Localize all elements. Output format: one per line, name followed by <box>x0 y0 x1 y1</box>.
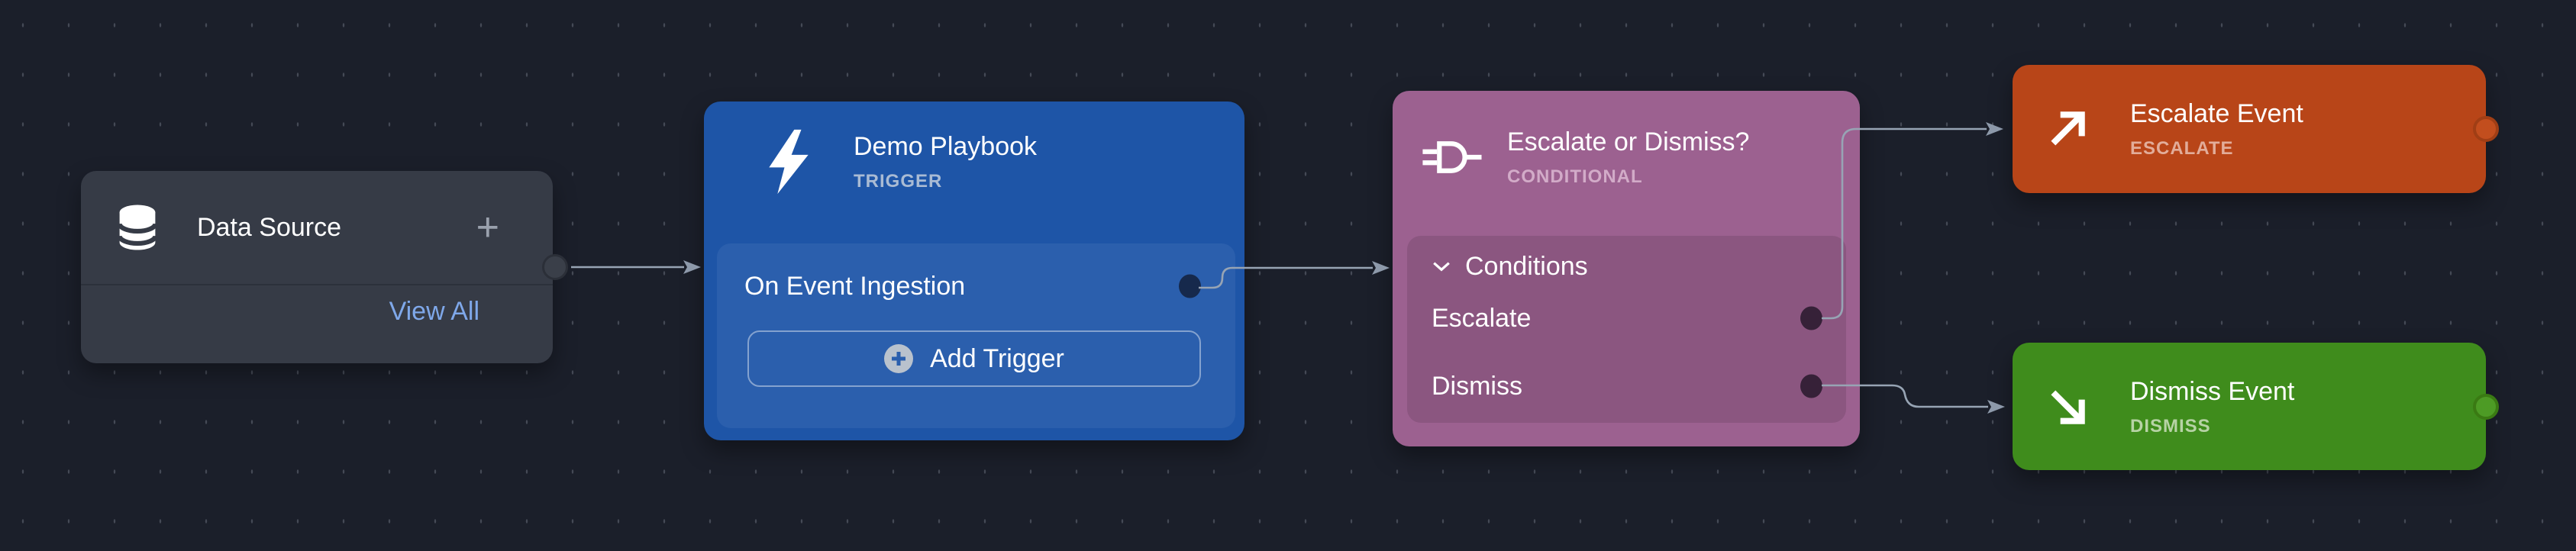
arrow-up-right-icon <box>2046 108 2089 150</box>
node-type-label: CONDITIONAL <box>1507 166 1643 187</box>
arrowhead-into-conditional <box>1372 261 1390 275</box>
conditions-panel: Conditions Escalate Dismiss <box>1407 236 1846 423</box>
chevron-down-icon <box>1432 260 1451 272</box>
trigger-row-on-event-ingestion[interactable]: On Event Ingestion <box>717 243 1235 329</box>
node-type-label: TRIGGER <box>854 171 943 192</box>
arrowhead-into-escalate-event <box>1986 122 2003 136</box>
plus-circle-icon <box>884 344 914 373</box>
add-trigger-button[interactable]: Add Trigger <box>747 330 1201 387</box>
arrowhead-into-playbook <box>683 260 701 274</box>
logic-gate-icon <box>1420 138 1486 176</box>
output-port-on-event-ingestion[interactable] <box>1179 274 1201 298</box>
node-type-label: DISMISS <box>2130 415 2211 437</box>
node-dismiss-event[interactable]: Dismiss Event DISMISS <box>2013 343 2499 470</box>
output-port-dismiss-event[interactable] <box>2473 394 2499 420</box>
node-conditional[interactable]: Escalate or Dismiss? CONDITIONAL Conditi… <box>1393 91 1860 446</box>
output-port-data-source[interactable] <box>542 254 568 280</box>
node-title: Escalate or Dismiss? <box>1507 127 1750 156</box>
demo-playbook-header: Demo Playbook TRIGGER <box>704 102 1244 196</box>
trigger-panel: On Event Ingestion Add Trigger <box>717 243 1235 428</box>
output-port-escalate[interactable] <box>1800 306 1822 330</box>
add-data-source-button[interactable]: + <box>476 205 499 250</box>
view-all-link[interactable]: View All <box>389 297 479 326</box>
data-source-header: Data Source + <box>81 171 553 285</box>
arrow-down-right-icon <box>2046 385 2089 428</box>
branch-row-escalate[interactable]: Escalate <box>1407 291 1846 346</box>
conditions-toggle[interactable]: Conditions <box>1407 242 1846 291</box>
data-source-footer: View All <box>81 285 553 327</box>
conditional-header: Escalate or Dismiss? CONDITIONAL <box>1393 91 1860 188</box>
node-title: Dismiss Event <box>2130 376 2295 406</box>
conditions-label: Conditions <box>1465 251 1588 281</box>
arrowhead-into-dismiss-event <box>1987 400 2005 414</box>
trigger-row-label: On Event Ingestion <box>744 271 966 301</box>
node-demo-playbook[interactable]: Demo Playbook TRIGGER On Event Ingestion… <box>704 102 1244 440</box>
node-escalate-event[interactable]: Escalate Event ESCALATE <box>2013 65 2499 193</box>
node-title: Escalate Event <box>2130 99 2303 128</box>
branch-escalate-label: Escalate <box>1432 303 1532 333</box>
branch-row-dismiss[interactable]: Dismiss <box>1407 356 1846 416</box>
lightning-icon <box>763 127 814 196</box>
node-title: Data Source <box>197 212 341 242</box>
database-icon <box>115 203 160 252</box>
output-port-escalate-event[interactable] <box>2473 116 2499 142</box>
node-title: Demo Playbook <box>854 132 1038 161</box>
branch-dismiss-label: Dismiss <box>1432 371 1522 401</box>
node-data-source[interactable]: Data Source + View All <box>81 171 568 363</box>
output-port-dismiss[interactable] <box>1800 374 1822 398</box>
node-type-label: ESCALATE <box>2130 138 2234 159</box>
add-trigger-label: Add Trigger <box>930 343 1064 373</box>
